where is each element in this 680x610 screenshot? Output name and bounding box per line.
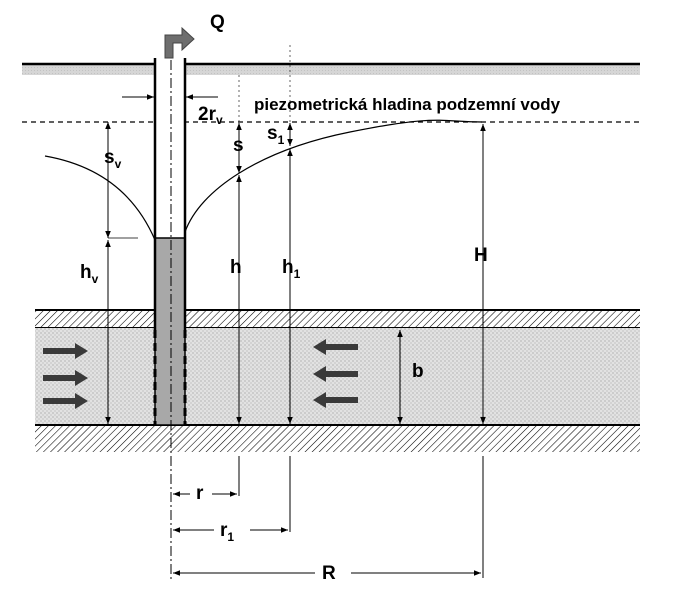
ground-surface — [22, 64, 640, 75]
label-drawdown-well: sv — [104, 147, 122, 171]
confining-layer-bottom — [35, 425, 640, 452]
well-casing — [155, 58, 185, 238]
label-radius: r — [196, 483, 204, 504]
drawdown-curve-left — [44, 155, 156, 241]
discharge-pipe-arrow — [164, 26, 195, 59]
label-radius-1: r1 — [220, 520, 234, 544]
label-well-diameter: 2rv — [198, 104, 223, 127]
label-piezometric-level: piezometrická hladina podzemní vody — [254, 95, 561, 114]
label-head-well: hv — [80, 262, 99, 286]
well-water-column — [154, 237, 186, 426]
dim-drawdown-well — [105, 122, 138, 239]
label-drawdown: s — [233, 135, 244, 156]
label-drawdown-1: s1 — [267, 123, 285, 147]
label-thickness: b — [412, 361, 424, 382]
label-total-head: H — [474, 245, 488, 266]
flow-arrows-left — [43, 343, 88, 409]
label-head-1: h1 — [282, 257, 301, 281]
label-discharge: Q — [210, 12, 225, 33]
confining-layer-top — [35, 310, 640, 328]
label-influence-radius: R — [322, 563, 336, 584]
drawdown-curve-right — [184, 119, 483, 233]
label-head: h — [230, 257, 242, 278]
flow-arrows-right — [313, 339, 358, 408]
